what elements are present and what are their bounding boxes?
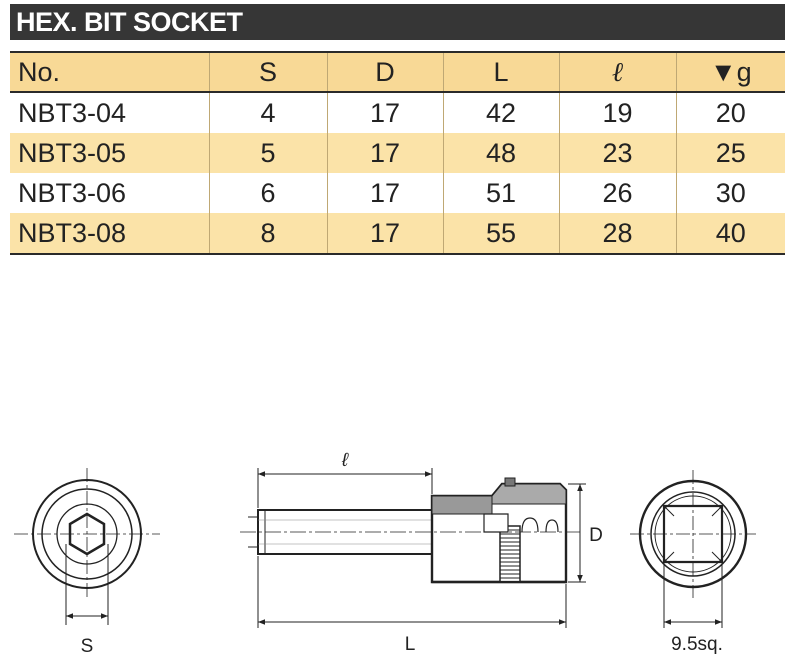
- cell-l: 42: [442, 92, 559, 133]
- page-title: HEX. BIT SOCKET: [10, 4, 785, 40]
- cell-ell: 26: [558, 173, 676, 213]
- header-no: No.: [10, 51, 209, 93]
- dim-l-label: L: [405, 634, 416, 655]
- cell-no: NBT3-06: [18, 177, 127, 208]
- header-l: L: [442, 51, 559, 93]
- dim-square-label: 9.5sq.: [671, 634, 723, 655]
- cell-ell: 19: [558, 92, 676, 133]
- cell-d: 17: [326, 213, 443, 255]
- cell-weight: 30: [675, 173, 785, 213]
- cell-weight: 25: [675, 133, 785, 173]
- cell-l: 51: [442, 173, 559, 213]
- cell-ell: 28: [558, 213, 676, 255]
- cell-s: 5: [208, 133, 327, 173]
- cell-s: 8: [208, 213, 327, 255]
- cell-weight: 40: [675, 213, 785, 255]
- cell-no: NBT3-04: [18, 97, 127, 128]
- dim-ell-label: ℓ: [341, 450, 349, 471]
- cell-s: 6: [208, 173, 327, 213]
- cell-no: NBT3-08: [10, 213, 209, 255]
- cell-weight: 20: [675, 92, 785, 133]
- cell-l: 55: [442, 213, 559, 255]
- header-weight: ▼g: [675, 51, 785, 93]
- dim-d-label: D: [589, 525, 603, 546]
- technical-drawing: S: [14, 450, 756, 657]
- cell-s: 4: [208, 92, 327, 133]
- cell-no: NBT3-05: [10, 133, 209, 173]
- table-header-row: No. S D L ℓ ▼g: [10, 51, 785, 93]
- dim-s-label: S: [81, 636, 94, 657]
- table-row: NBT3-05 5 17 48 23 25: [10, 133, 785, 173]
- cell-d: 17: [326, 92, 443, 133]
- table-row: NBT3-06 6 17 51 26 30: [10, 173, 785, 213]
- header-s: S: [208, 51, 327, 93]
- header-d: D: [326, 51, 443, 93]
- hex-end-view: [14, 468, 160, 625]
- cell-l: 48: [442, 133, 559, 173]
- table-row: NBT3-08 8 17 55 28 40: [10, 213, 785, 255]
- spec-table: No. S D L ℓ ▼g NBT3-04 4 17 42 19 20 NBT…: [10, 51, 785, 255]
- square-drive-end-view: [630, 470, 756, 628]
- header-ell: ℓ: [558, 51, 676, 93]
- cell-d: 17: [326, 173, 443, 213]
- cell-d: 17: [326, 133, 443, 173]
- cell-ell: 23: [558, 133, 676, 173]
- socket-side-view: [240, 468, 586, 628]
- table-row: NBT3-04 4 17 42 19 20: [10, 92, 785, 133]
